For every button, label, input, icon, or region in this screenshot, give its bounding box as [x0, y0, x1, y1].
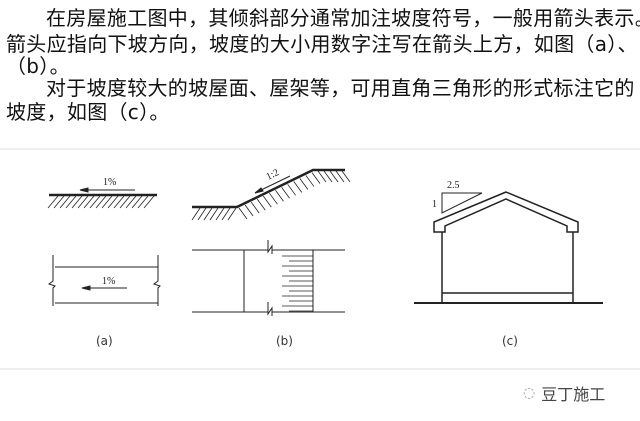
hatch-line [293, 181, 303, 193]
hatch-line [197, 207, 207, 221]
hatch-line [250, 201, 260, 214]
hatch-line [262, 195, 272, 208]
rise-label: 1 [432, 199, 437, 210]
text-line: 坡度，如图（c）。 [6, 100, 170, 124]
hatch-line [317, 170, 327, 183]
slope-triangle [441, 192, 483, 214]
hatch-line [119, 195, 131, 209]
hatch-line [323, 170, 333, 183]
caption-c: (c) [502, 334, 518, 348]
watermark-text: 豆丁施工 [541, 385, 606, 404]
hatch-line [71, 195, 83, 209]
text-line: 箭头应指向下坡方向，坡度的大小用数字注写在箭头上方，如图（a）、 [6, 32, 638, 56]
caption-b: (b) [276, 334, 293, 348]
arrow-icon [254, 187, 264, 194]
hatch-line [113, 195, 125, 209]
hatch-line [256, 198, 266, 211]
hatch-line [305, 175, 315, 187]
text-line: 对于坡度较大的坡屋面、屋架等，可用直角三角形的形式标注它的 [46, 76, 635, 100]
hatch-line [137, 195, 149, 209]
hatch-line [101, 195, 113, 209]
hatch-line [287, 184, 296, 196]
hatch-line [238, 207, 248, 220]
figure-c: 2.5 1 (c) [414, 180, 603, 348]
hatch-line [215, 207, 225, 221]
hatch-line [191, 207, 201, 221]
slope-label: 1% [103, 177, 116, 188]
hatch-line [221, 207, 231, 221]
wechat-icon: ◌ [523, 385, 536, 401]
hatch-line [89, 195, 101, 209]
caption-a: (a) [96, 334, 113, 348]
text-line: 在房屋施工图中，其倾斜部分通常加注坡度符号，一般用箭头表示。 [46, 6, 640, 30]
figure-a: 1% 1% (a) [47, 177, 161, 348]
figure-b: 1:2 (b) [191, 167, 351, 348]
hatch-line [77, 195, 89, 209]
hatch-line [329, 170, 339, 183]
hatch-line [47, 195, 59, 209]
hatch-line [341, 170, 351, 183]
hatch-line [143, 195, 155, 209]
hatch-line [299, 178, 309, 190]
run-label: 2.5 [447, 180, 460, 191]
hatch-line [59, 195, 71, 209]
hatch-line [311, 172, 321, 184]
hatch-line [281, 187, 290, 199]
hatch-line [83, 195, 95, 209]
hatch-line [95, 195, 107, 209]
hatch-line [53, 195, 65, 209]
hatch-line [227, 207, 237, 221]
slope-label: 1% [102, 276, 115, 287]
hatch-line [203, 207, 213, 221]
hatch-line [209, 207, 219, 221]
hatch-line [269, 192, 278, 205]
watermark: ◌ 豆丁施工 [523, 381, 605, 405]
hatch-line [275, 190, 284, 202]
hatch-line [65, 195, 77, 209]
hatch-line [131, 195, 143, 209]
slope-label: 1:2 [264, 167, 280, 182]
arrow-icon [79, 187, 89, 193]
hatch-line [335, 170, 345, 183]
text-line: （b）。 [6, 54, 70, 78]
hatch-line [244, 204, 254, 217]
hatch-line [125, 195, 137, 209]
hatch-line [107, 195, 119, 209]
arrow-icon [81, 285, 91, 291]
